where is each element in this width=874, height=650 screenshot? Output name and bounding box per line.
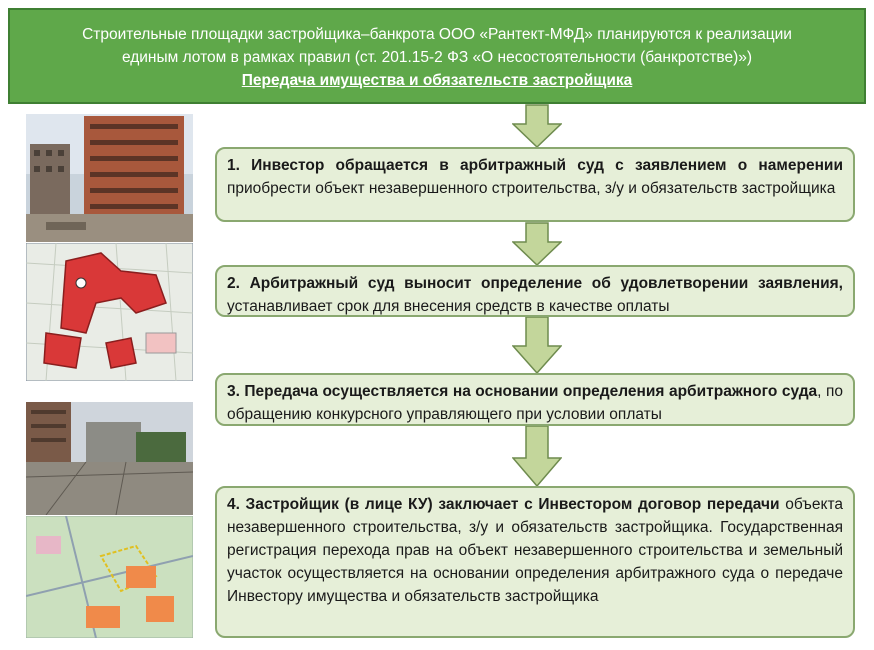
- header-banner: Строительные площадки застройщика–банкро…: [8, 8, 866, 104]
- down-arrow-icon: [512, 425, 562, 487]
- step-3-bold: 3. Передача осуществляется на основании …: [227, 383, 818, 400]
- step-1-bold: 1. Инвестор обращается в арбитражный суд…: [227, 157, 843, 174]
- building-construction-photo: [26, 114, 193, 242]
- step-2-box: 2. Арбитражный суд выносит определение о…: [215, 265, 855, 317]
- step-4-box: 4. Застройщик (в лице КУ) заключает с Ин…: [215, 486, 855, 638]
- step-1-box: 1. Инвестор обращается в арбитражный суд…: [215, 147, 855, 222]
- step-2-bold: 2. Арбитражный суд выносит определение о…: [227, 275, 843, 292]
- header-subtitle: Передача имущества и обязательств застро…: [241, 72, 633, 89]
- step-1-text: приобрести объект незавершенного строите…: [227, 180, 836, 197]
- down-arrow-icon: [512, 222, 562, 266]
- step-3-box: 3. Передача осуществляется на основании …: [215, 373, 855, 426]
- step-4-bold: 4. Застройщик (в лице КУ) заключает с Ин…: [227, 496, 780, 513]
- step-4-text: объекта незавершенного строительства, з/…: [227, 496, 843, 605]
- step-2-text: устанавливает срок для внесения средств …: [227, 298, 670, 315]
- header-line-2: единым лотом в рамках правил (ст. 201.15…: [121, 49, 753, 66]
- construction-site-photo: [26, 402, 193, 515]
- down-arrow-icon: [512, 316, 562, 374]
- site-map-1: [26, 243, 193, 381]
- site-map-2: [26, 516, 193, 638]
- header-line-1: Строительные площадки застройщика–банкро…: [82, 26, 792, 43]
- down-arrow-icon: [512, 104, 562, 148]
- step-3-text: , по обращению конкурсного управляющего …: [227, 383, 843, 423]
